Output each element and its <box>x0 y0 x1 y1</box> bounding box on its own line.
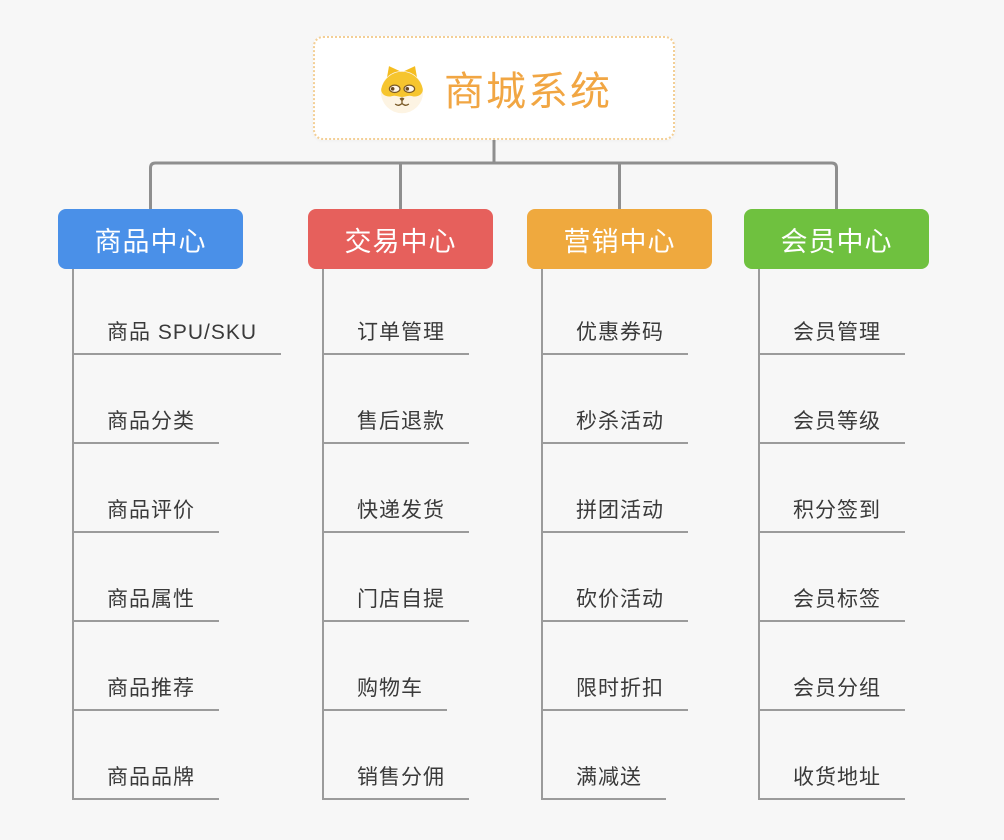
trade-center-item-2[interactable]: 售后退款 <box>322 410 469 444</box>
product-center-item-1[interactable]: 商品 SPU/SKU <box>72 321 282 355</box>
marketing-center-item-4[interactable]: 砍价活动 <box>541 588 688 622</box>
branch-node-marketing-center[interactable]: 营销中心 <box>527 209 712 269</box>
trade-center-item-4[interactable]: 门店自提 <box>322 588 469 622</box>
marketing-center-item-2[interactable]: 秒杀活动 <box>541 410 688 444</box>
trade-center-item-5[interactable]: 购物车 <box>322 677 447 711</box>
branch-node-trade-center[interactable]: 交易中心 <box>308 209 493 269</box>
root-title: 商城系统 <box>444 70 612 114</box>
member-center-item-5[interactable]: 会员分组 <box>758 677 905 711</box>
branch-trunk-line-product-center <box>72 269 74 800</box>
trade-center-item-3[interactable]: 快递发货 <box>322 499 469 533</box>
product-center-item-2[interactable]: 商品分类 <box>72 410 219 444</box>
branch-node-product-center[interactable]: 商品中心 <box>58 209 243 269</box>
marketing-center-item-5[interactable]: 限时折扣 <box>541 677 688 711</box>
product-center-item-6[interactable]: 商品品牌 <box>72 766 219 800</box>
branch-trunk-line-trade-center <box>322 269 324 800</box>
product-center-item-4[interactable]: 商品属性 <box>72 588 219 622</box>
member-center-item-1[interactable]: 会员管理 <box>758 321 905 355</box>
product-center-item-5[interactable]: 商品推荐 <box>72 677 219 711</box>
marketing-center-item-3[interactable]: 拼团活动 <box>541 499 688 533</box>
branch-trunk-line-marketing-center <box>541 269 543 800</box>
root-node[interactable]: 商城系统 <box>313 36 675 140</box>
marketing-center-item-6[interactable]: 满减送 <box>541 766 666 800</box>
member-center-item-4[interactable]: 会员标签 <box>758 588 905 622</box>
branch-trunk-line-member-center <box>758 269 760 800</box>
dog-face-icon <box>376 62 428 114</box>
member-center-item-3[interactable]: 积分签到 <box>758 499 905 533</box>
marketing-center-item-1[interactable]: 优惠券码 <box>541 321 688 355</box>
trade-center-item-6[interactable]: 销售分佣 <box>322 766 469 800</box>
member-center-item-2[interactable]: 会员等级 <box>758 410 905 444</box>
member-center-item-6[interactable]: 收货地址 <box>758 766 905 800</box>
trade-center-item-1[interactable]: 订单管理 <box>322 321 469 355</box>
product-center-item-3[interactable]: 商品评价 <box>72 499 219 533</box>
branch-node-member-center[interactable]: 会员中心 <box>744 209 929 269</box>
